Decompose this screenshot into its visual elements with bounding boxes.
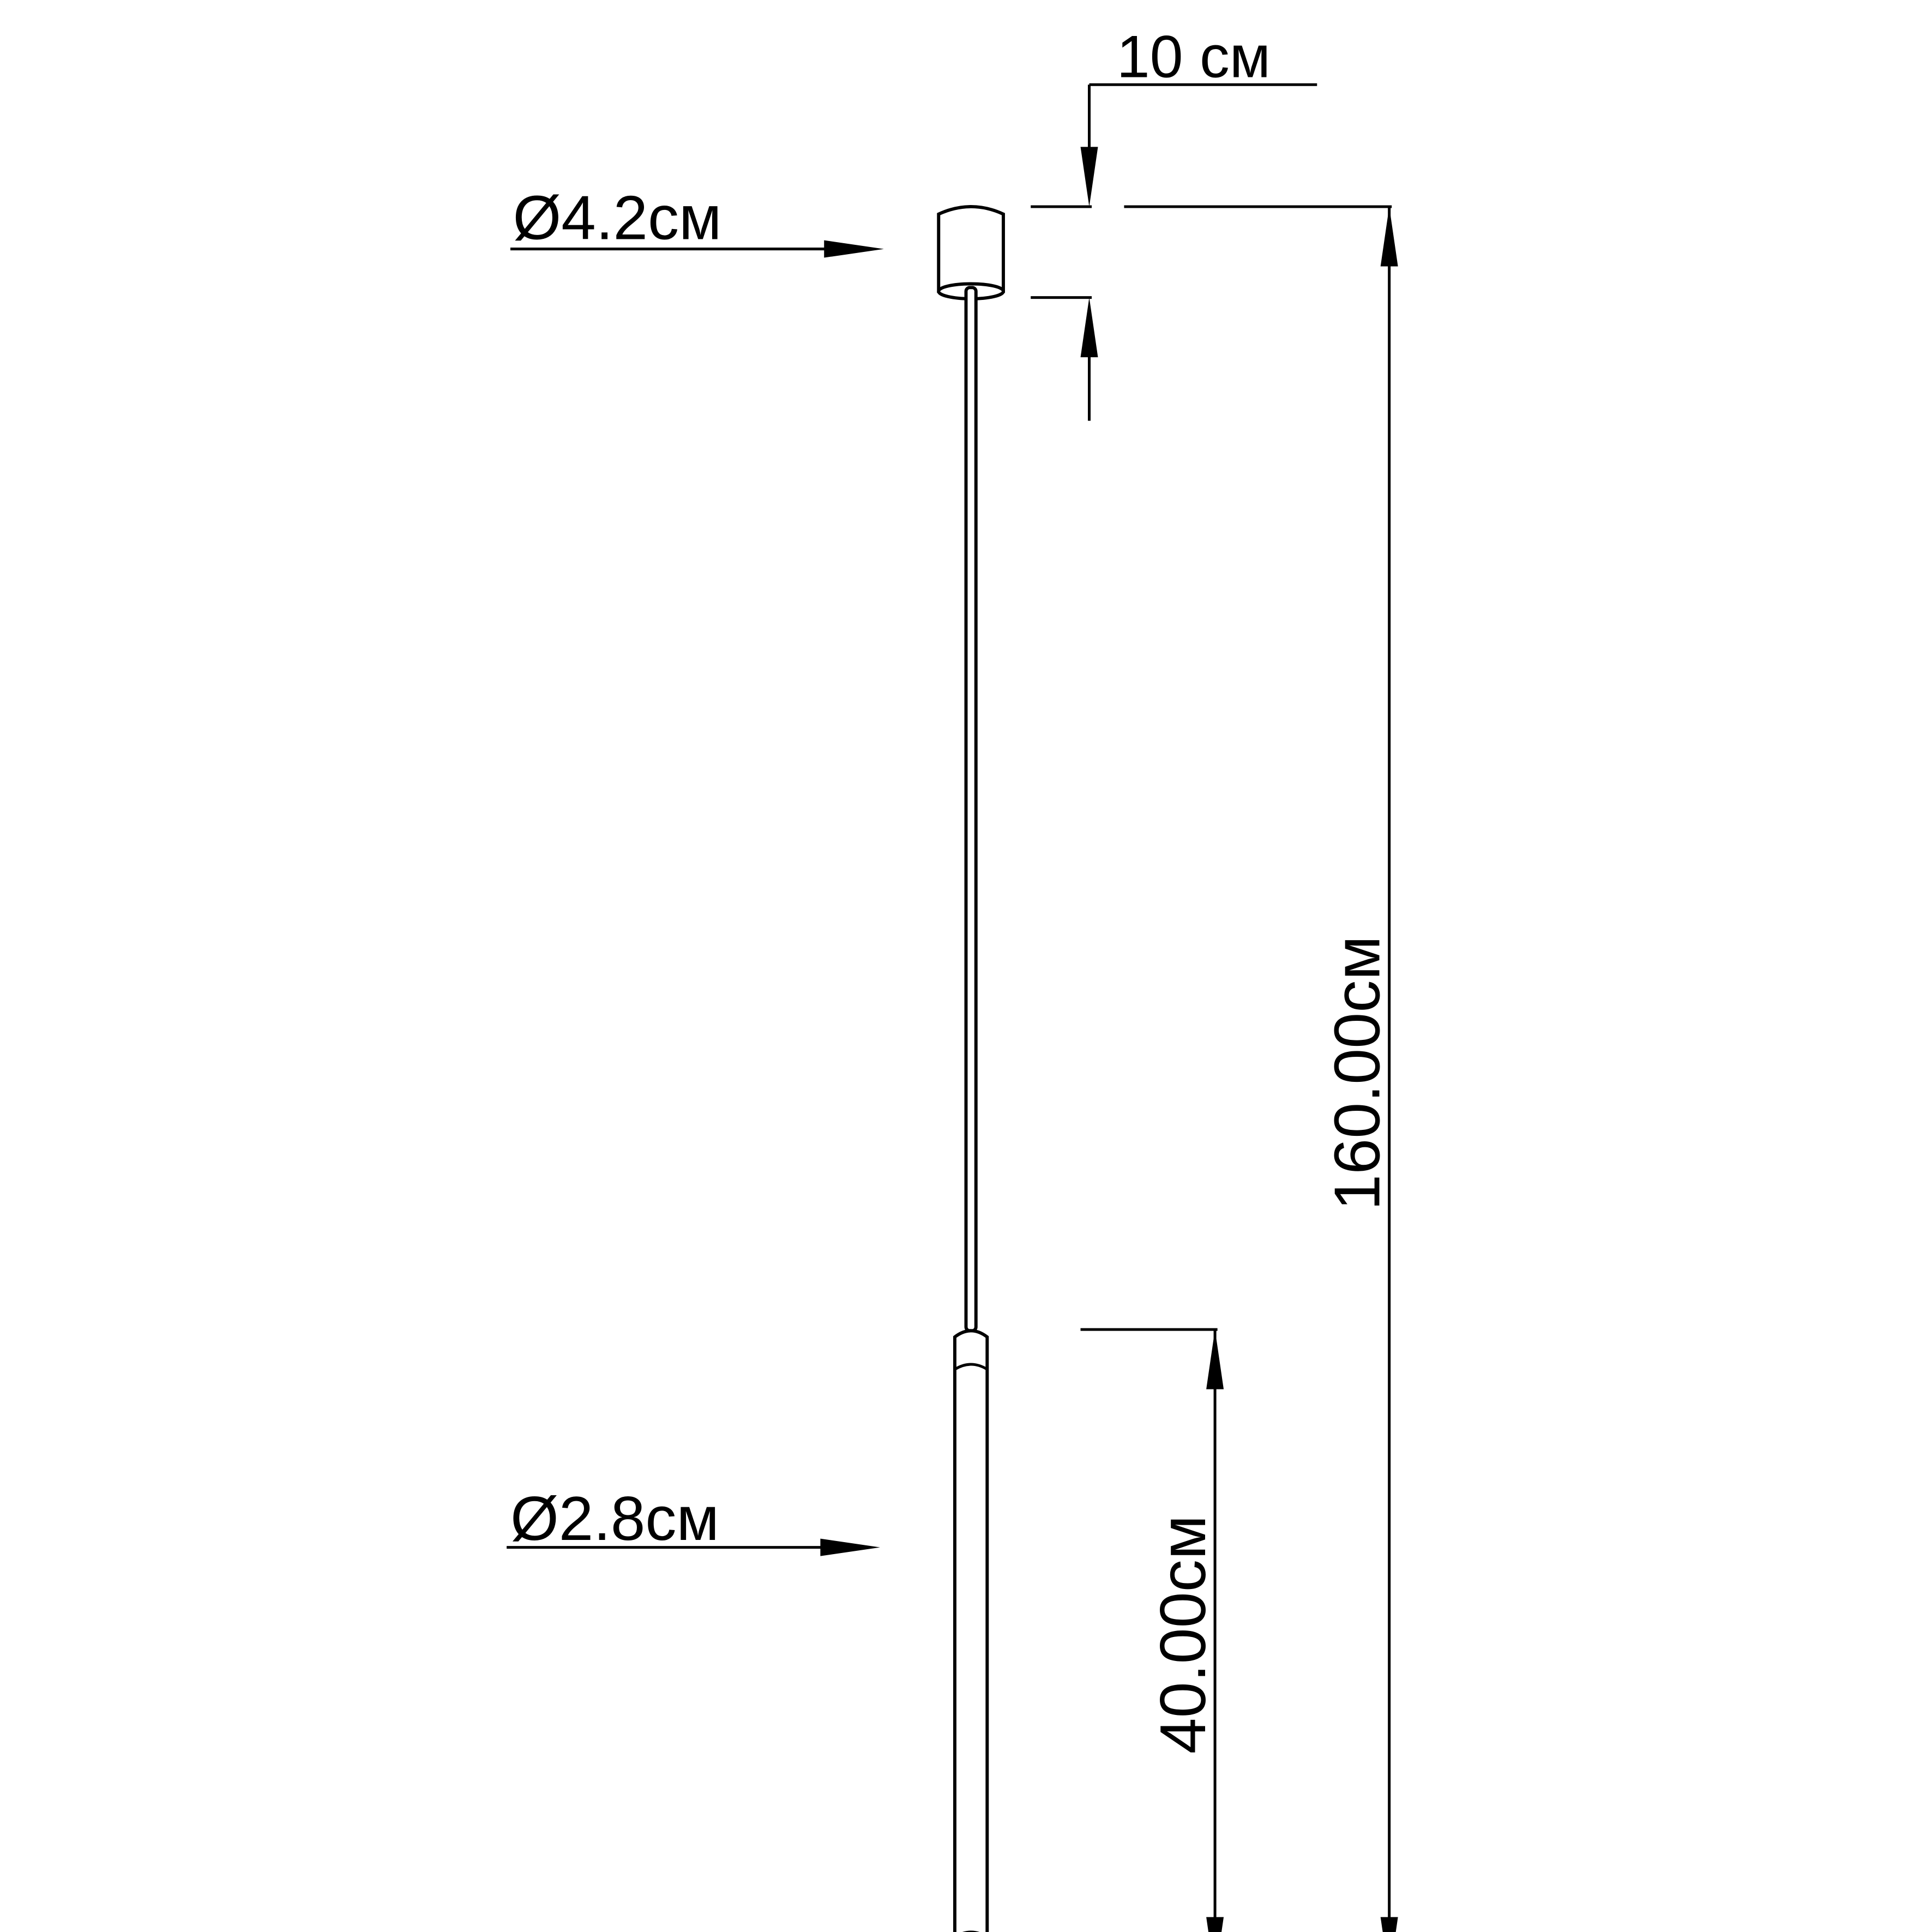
suspension-rod bbox=[964, 286, 978, 1333]
shade-diameter-label: Ø2.8см bbox=[510, 1484, 719, 1554]
canopy-diameter-dimension: Ø4.2см bbox=[510, 183, 884, 258]
total-height-label: 160.00см bbox=[1321, 936, 1393, 1211]
lamp bbox=[937, 204, 1005, 1932]
light-tube bbox=[953, 1329, 989, 1932]
canopy-height-dimension: 10 см bbox=[1031, 24, 1317, 421]
shade-diameter-dimension: Ø2.8см bbox=[507, 1484, 880, 1556]
shade-length-label: 40.00см bbox=[1147, 1515, 1219, 1754]
total-height-dimension: 160.00см bbox=[1124, 205, 1398, 1932]
canopy-height-label: 10 см bbox=[1117, 24, 1271, 91]
shade-length-dimension: 40.00см bbox=[1080, 1328, 1224, 1932]
canopy bbox=[937, 204, 1005, 300]
canopy-diameter-label: Ø4.2см bbox=[513, 183, 722, 252]
